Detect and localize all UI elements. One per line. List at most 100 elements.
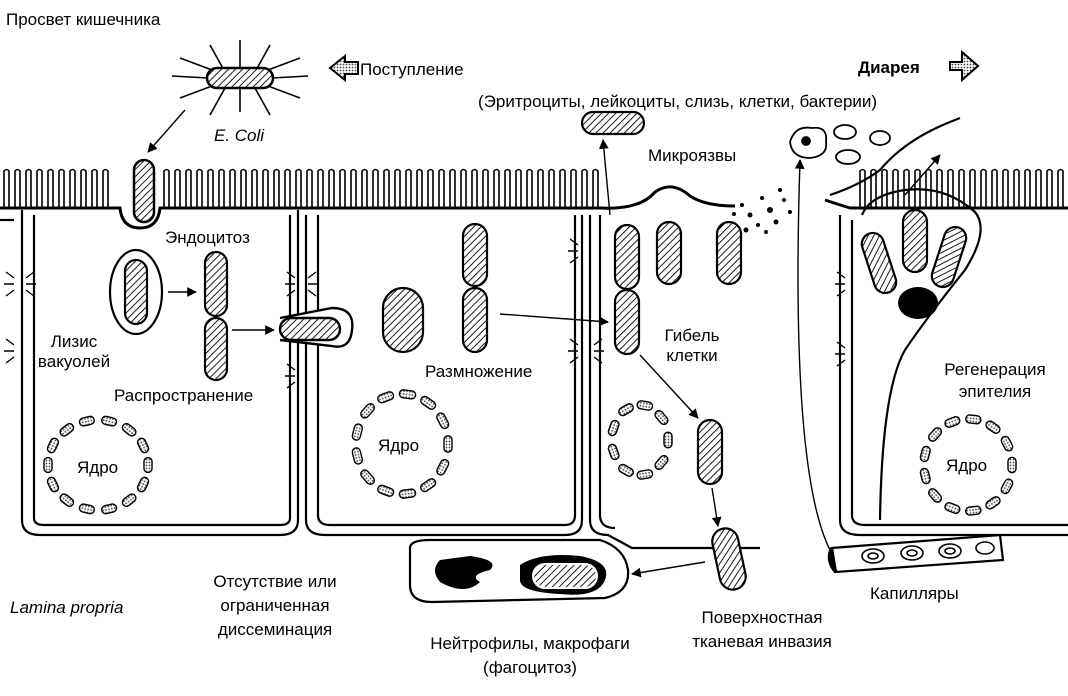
label-nucleus-3: Ядро [946, 456, 988, 475]
microvillus [80, 168, 87, 208]
label-absent-dissem-1: Отсутствие или [213, 572, 337, 591]
microvillus [229, 168, 236, 208]
nuclear-envelope-segment [607, 443, 620, 461]
nuclear-envelope-segment [59, 493, 75, 508]
microvillus [69, 168, 76, 208]
phago-arrow [631, 561, 706, 578]
microvillus [339, 168, 346, 208]
microvillus [394, 168, 401, 208]
nuclear-envelope-segment [985, 496, 1001, 510]
microvillus [1035, 168, 1042, 208]
microvillus [306, 168, 313, 208]
microvillus [91, 168, 98, 208]
nuclear-envelope-segment [607, 419, 620, 437]
microvillus [980, 168, 987, 208]
nuclear-envelope-segment [78, 503, 95, 515]
epithelium-membrane [0, 185, 1068, 230]
nuclear-envelope-segment [78, 415, 95, 427]
ecoli-lumen-bacterium [171, 40, 309, 116]
invasion-arrow [711, 487, 722, 527]
nuclear-envelope-segment [101, 415, 118, 427]
microvillus [526, 168, 533, 208]
nuclear-envelope-segment [351, 447, 364, 465]
nuclear-envelope-segment [121, 493, 137, 508]
microvillus [471, 168, 478, 208]
microvillus [592, 168, 599, 208]
microvillus [493, 168, 500, 208]
microvillus [240, 168, 247, 208]
label-nucleus-1: Ядро [77, 458, 119, 477]
microvillus [383, 168, 390, 208]
microvillus [581, 168, 588, 208]
nuclear-envelope-segment [919, 445, 931, 463]
microvillus [1046, 168, 1053, 208]
microvillus [47, 168, 54, 208]
microvillus [1024, 168, 1031, 208]
nuclear-envelope-segment [121, 422, 137, 437]
death-arrow [639, 354, 699, 419]
microvillus [405, 168, 412, 208]
nuclear-envelope-segment [965, 414, 982, 425]
microvillus [317, 168, 324, 208]
nuclear-envelope-segment [436, 412, 450, 430]
microvillus [1002, 168, 1009, 208]
microvillus [273, 168, 280, 208]
microvillus [515, 168, 522, 208]
cell-walls [0, 210, 1068, 550]
microvillus [892, 168, 899, 208]
microvillus [427, 168, 434, 208]
microvillus [58, 168, 65, 208]
ecoli-to-cell-arrow [147, 109, 186, 153]
diarrhea-arrow-icon [949, 49, 980, 83]
microvillus [185, 168, 192, 208]
microvillus [504, 168, 511, 208]
label-phagocytes-2: (фагоцитоз) [483, 658, 577, 677]
microvillus [870, 168, 877, 208]
nuclear-envelope-segment [1000, 435, 1014, 452]
nuclear-envelope-segment [985, 420, 1001, 434]
nuclear-envelope-segment [136, 476, 150, 493]
bacteria-cell1 [203, 250, 229, 382]
microvillus [361, 168, 368, 208]
label-cell-death-2: клетки [666, 346, 718, 365]
nuclei [43, 389, 1017, 516]
nuclear-envelope-segment [351, 423, 364, 441]
nuclear-envelope-segment [101, 503, 118, 515]
microvillus [548, 168, 555, 208]
microvillus [1057, 168, 1064, 208]
label-entry: Поступление [360, 60, 464, 79]
nuclear-envelope-segment [1000, 478, 1014, 495]
microvillus [102, 168, 109, 208]
exit-arrow [598, 139, 611, 216]
diarrhea-cells [789, 124, 891, 165]
nuclear-envelope-segment [360, 469, 376, 485]
nuclear-envelope-segment [46, 437, 60, 454]
nuclear-envelope-segment [919, 467, 931, 485]
microvillus [262, 168, 269, 208]
microvillus [14, 168, 21, 208]
bacteria-cell2 [381, 222, 489, 354]
nuclear-envelope-segment [436, 458, 450, 476]
microvillus [196, 168, 203, 208]
label-lamina: Lamina propria [10, 598, 124, 617]
microvillus [537, 168, 544, 208]
label-microulcers: Микроязвы [648, 146, 737, 165]
label-diarrhea: Диарея [858, 58, 920, 77]
label-endocytosis: Эндоцитоз [165, 228, 250, 247]
nuclear-envelope-segment [59, 422, 75, 437]
microvillus [947, 168, 954, 208]
nuclear-envelope-segment [927, 427, 943, 442]
bacteria-cell3 [580, 110, 747, 591]
nuclear-envelope-segment [398, 389, 417, 400]
nuclear-envelope-segment [618, 463, 634, 477]
nuclear-envelope-segment [944, 502, 961, 514]
microvillus [449, 168, 456, 208]
label-absent-dissem-2: ограниченная [220, 596, 330, 615]
label-absent-dissem-3: диссеминация [217, 620, 333, 639]
exudate-arrow [794, 159, 831, 551]
microvillus [218, 168, 225, 208]
label-cell-death-1: Гибель [664, 326, 720, 345]
nuclear-envelope-segment [636, 469, 654, 480]
cell-junctions [4, 238, 846, 389]
